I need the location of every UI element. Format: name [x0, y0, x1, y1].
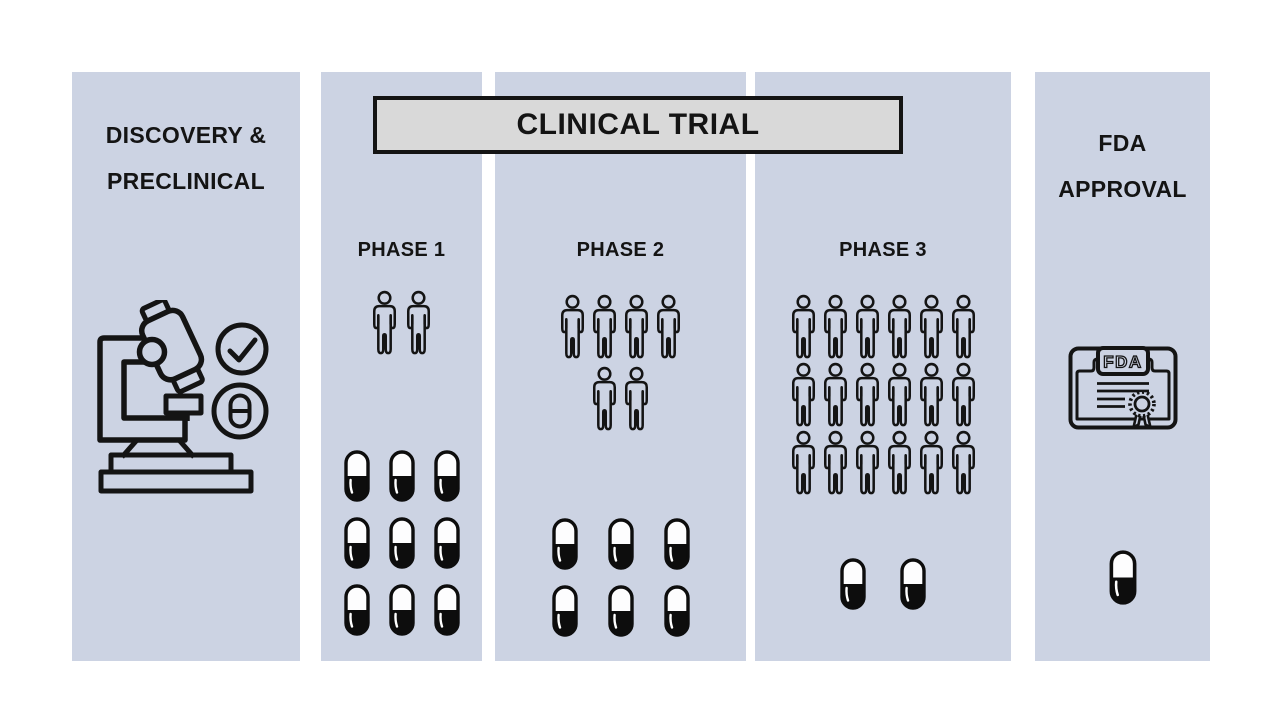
pill-icon — [1109, 550, 1136, 605]
fda-label-text: FDA — [1103, 353, 1142, 372]
person-icon — [823, 362, 847, 427]
stage-panel-phase-2: PHASE 2 — [495, 72, 746, 661]
pill-icon — [433, 584, 460, 636]
phase-3-participants — [755, 294, 1011, 496]
certificate-seal — [1128, 390, 1156, 429]
certificate-lines-long — [1097, 382, 1149, 393]
person-icon — [791, 430, 815, 495]
discovery-title: DISCOVERY & PRECLINICAL — [72, 112, 300, 204]
pill-icon — [840, 558, 866, 610]
pill-icon — [388, 517, 415, 569]
fda-pill — [1035, 550, 1210, 605]
pill-icon — [433, 517, 460, 569]
phase-2-participants — [495, 294, 746, 432]
pill-circle-icon — [211, 382, 269, 440]
pill-icon — [343, 517, 370, 569]
person-icon — [592, 294, 617, 359]
clinical-trial-banner-label: CLINICAL TRIAL — [516, 108, 760, 141]
fda-title-line1: FDA — [1098, 130, 1147, 156]
pill-icon — [343, 450, 370, 502]
microscope-pedestal — [120, 437, 196, 459]
fda-label-box — [1096, 346, 1150, 376]
stage-panel-phase-1: PHASE 1 — [321, 72, 482, 661]
phase-3-pills — [755, 558, 1011, 610]
person-icon — [560, 294, 585, 359]
person-icon — [656, 294, 681, 359]
pill-icon — [433, 450, 460, 502]
person-icon — [624, 294, 649, 359]
pill-icon — [607, 518, 634, 570]
pill-icon — [900, 558, 926, 610]
person-icon — [951, 430, 975, 495]
pill-icon — [388, 450, 415, 502]
discovery-title-line1: DISCOVERY & — [105, 122, 267, 148]
person-icon — [624, 366, 649, 431]
phase-2-pills — [495, 518, 746, 637]
phase-2-title: PHASE 2 — [576, 239, 665, 261]
microscope-joint — [136, 336, 168, 368]
person-icon — [855, 294, 879, 359]
fda-certificate-icon: FDA — [1068, 346, 1178, 430]
person-icon — [919, 294, 943, 359]
person-icon — [887, 362, 911, 427]
person-icon — [823, 294, 847, 359]
check-circle-icon — [215, 322, 269, 376]
phase-1-pills — [321, 450, 482, 636]
person-icon — [791, 294, 815, 359]
phase-1-title: PHASE 1 — [357, 239, 446, 261]
phase-3-title: PHASE 3 — [839, 239, 927, 261]
pill-icon — [551, 585, 578, 637]
microscope-icon — [97, 300, 269, 494]
microscope-stage — [163, 393, 204, 416]
person-icon — [855, 430, 879, 495]
stage-panel-phase-3: PHASE 3 — [755, 72, 1011, 661]
pill-icon — [551, 518, 578, 570]
pill-icon — [663, 585, 690, 637]
stage-panel-fda-approval: FDA APPROVAL FDA — [1035, 72, 1210, 661]
person-icon — [919, 430, 943, 495]
person-icon — [855, 362, 879, 427]
person-icon — [592, 366, 617, 431]
person-icon — [951, 362, 975, 427]
person-icon — [406, 290, 431, 355]
microscope-arm — [97, 335, 188, 443]
pill-icon — [607, 585, 634, 637]
person-icon — [951, 294, 975, 359]
discovery-title-line2: PRECLINICAL — [107, 168, 265, 194]
microscope-base-mid — [108, 452, 234, 475]
person-icon — [887, 430, 911, 495]
microscope-base-bottom — [98, 469, 254, 494]
person-icon — [791, 362, 815, 427]
clinical-trial-banner: CLINICAL TRIAL — [373, 96, 903, 154]
pill-icon — [663, 518, 690, 570]
pill-icon — [388, 584, 415, 636]
person-icon — [919, 362, 943, 427]
pill-icon — [343, 584, 370, 636]
person-icon — [887, 294, 911, 359]
person-icon — [372, 290, 397, 355]
person-icon — [823, 430, 847, 495]
stage-panel-discovery-preclinical: DISCOVERY & PRECLINICAL — [72, 72, 300, 661]
certificate-lines-short — [1097, 397, 1125, 408]
phase-1-participants — [321, 290, 482, 356]
fda-title: FDA APPROVAL — [1035, 120, 1210, 212]
fda-title-line2: APPROVAL — [1058, 176, 1187, 202]
